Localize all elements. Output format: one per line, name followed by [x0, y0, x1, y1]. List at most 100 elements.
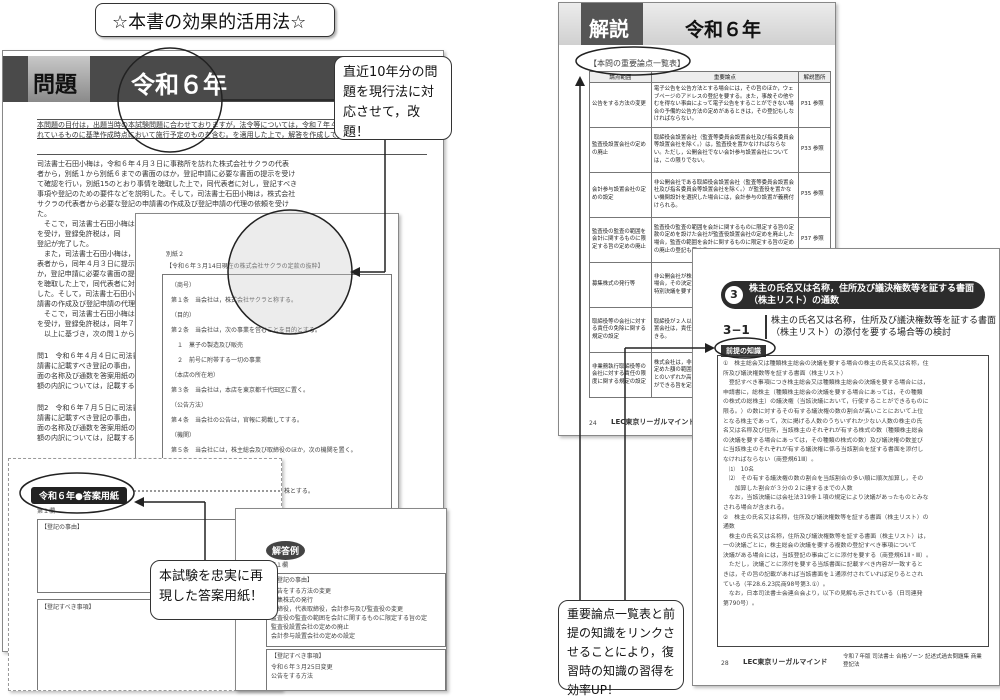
attachment-line: （商号） [171, 282, 196, 289]
attachment-line: １ 菓子の製造及び販売 [171, 342, 244, 349]
model-answer-box1: 【登記の事由】 公告をする方法の変更募集株式の発行取締役，代表取締役，会計参与及… [266, 573, 446, 647]
model-answer-line: 公告をする方法の変更 [271, 588, 332, 595]
bottom-arrow-head-2 [705, 343, 715, 353]
right-footer-logo: LEC東京リーガルマインド [611, 418, 696, 426]
year-highlight-circle [117, 47, 223, 153]
body-line: た。 [37, 210, 51, 218]
body-line: 以上に基づき，次の問１から問３ [37, 330, 149, 338]
question-1-line: 請書に記載すべき登記の事由， [37, 362, 135, 370]
knowledge-line: きは，その旨の記載があれば当該書面を１通添付されていれば足りるとされ [723, 572, 924, 579]
knowledge-line: なければならない（商登規61Ⅲ）。 [723, 456, 818, 463]
title-banner [95, 3, 335, 37]
explain-year: 令和６年 [685, 19, 762, 41]
body-line: した。そして，司法書士石田小梅 [37, 290, 142, 298]
knowledge-line: なお，日本司法書士会連合会より，以下の見解も示されている（日司連発 [723, 591, 923, 598]
knowledge-line: 通数 [723, 524, 735, 531]
question-year: 令和６年 [131, 71, 227, 99]
callout-linking: 重要論点一覧表と前提の知識をリンクさせることにより，復習時の知識の習得を効率UP… [558, 600, 684, 697]
table-cell-ref: P35 参照 [798, 172, 831, 218]
explain-tab [581, 3, 643, 45]
table-cell-ref: P33 参照 [798, 127, 831, 173]
body-line: 請書の作成及び登記申請の代理の [37, 300, 142, 308]
attachment-line: 第５条 当会社には，株主総会及び取締役のほか，次の機関を置く。 [171, 447, 357, 454]
answer-box-reason-title: 【登記の事由】 [41, 524, 84, 531]
knowledge-tag: 前提の知識 [721, 345, 766, 357]
subsection-number: 3−1 [723, 323, 750, 337]
body-line: か，登記申請に必要な書面の提 [37, 270, 135, 278]
answer-arrow-head [134, 497, 144, 507]
table-title: 【本問の重要論点一覧表】 [589, 59, 685, 68]
knowledge-line: ② 株主の氏名又は名称，住所及び議決権数等を証する書面（株主リスト）の [723, 514, 929, 521]
knowledge-line: ⑴ 10名 [723, 466, 755, 473]
body-line: 登記が完了した。 [37, 240, 93, 248]
question-2-line: 面の名称及び通数を答案用紙の [37, 424, 135, 432]
table-header-cell: 解説箇所 [798, 71, 831, 83]
answer-tag-highlight-ellipse [19, 472, 135, 514]
model-answer-box2: 【登記すべき事項】 令和６年３月25日変更公告をする方法 [266, 649, 446, 690]
title-banner-text: ☆本書の効果的活用法☆ [112, 12, 307, 33]
right-footer-page: 24 [589, 420, 597, 427]
callout-answer-sheet: 本試験を忠実に再現した答案用紙！ [150, 560, 278, 620]
knowledge-line: 加算した割合が３分の２に達するまでの人数 [723, 485, 853, 492]
knowledge-line: ただし，決議ごとに添付を要する当該書面に記載すべき内容が一致すると [723, 562, 923, 569]
model-answer-line: 取締役，代表取締役，会計参与及び監査役の変更 [271, 606, 404, 613]
attachment-label: 別紙２ [166, 251, 185, 258]
section-banner [721, 281, 985, 309]
body-line: そこで，司法書士石田小梅は，こ [37, 220, 149, 228]
question-2-line: 額の内訳については，記載する [37, 434, 135, 442]
subsection-title: 株主の氏名又は名称，住所及び議決権数等を証する書面（株主リスト）の添付を要する場… [765, 315, 996, 339]
knowledge-line: ⑵ その有する議決権の数の割合を当該割合の多い順に順次加算し，その [723, 476, 924, 483]
table-cell-text: 取締役会設置会社（監査等委員会設置会社及び指名委員会等設置会社を除く。）は，監査… [650, 127, 800, 173]
table-cell-text: 非公開会社である取締役会設置会社（監査等委員会設置会社及び指名委員会等設置会社を… [650, 172, 800, 218]
table-cell-topic: 監査役の監査の範囲を会計に関するものに限定する旨の定めの廃止 [589, 217, 652, 263]
callout-revision: 直近10年分の問題を現行法に対応させて，改題！ [334, 56, 452, 140]
knowledge-tag-highlight-ellipse [714, 337, 776, 359]
knowledge-line: となる株主であって，次に掲げる人数のうちいずれか少ない人数の株主の氏 [723, 418, 923, 425]
question-body: 司法書士石田小梅は，令和６年４月３日に事務所を訪れた株式会社サクラの代表者から，… [37, 159, 427, 339]
body-line: 事項や登記のための要件などを説明した。そして，司法書士石田小梅は，株式会社 [37, 190, 296, 198]
knowledge-line: 名又は名称及び住所，当該株主のそれぞれが有する株式の数（種類株主総会 [723, 428, 924, 435]
body-line: サクラの代表者から必要な登記の申請書の作成及び登記申請の代理の依頼を受け [37, 200, 289, 208]
question-1-line: 面の名称及び通数を答案用紙の [37, 372, 135, 380]
attachment-line: （機関） [171, 432, 196, 439]
knowledge-line: に当該株主のそれぞれが有する議決権に係る当該割合を証する書面を添付し [723, 447, 924, 454]
table-cell-ref: P31 参照 [798, 82, 831, 128]
model-answer-line: 公告をする方法 [271, 673, 314, 680]
knowledge-line: 株主の氏名又は名称，住所及び議決権数等を証する書面（株主リスト）は， [723, 533, 930, 540]
attachment-line: ２ 前号に附帯する一切の事業 [171, 357, 262, 364]
knowledge-line: ① 株主総会又は種類株主総会の決議を要する場合の株主の氏名又は名称，住 [723, 361, 929, 367]
attachment-line: （本店の所在地） [171, 372, 220, 379]
detail-footer-logo: LEC東京リーガルマインド [743, 658, 828, 666]
model-answer-line: 会計参与設置会社の定めの設定 [271, 633, 356, 640]
question-tab-label: 問題 [33, 73, 78, 98]
model-answer-box1-title: 【登記の事由】 [271, 577, 314, 584]
right-annotation-overlay [575, 46, 776, 600]
knowledge-box: ① 株主総会又は種類株主総会の決議を要する場合の株主の氏名又は名称，住所及び議決… [717, 355, 989, 647]
detail-footer-page: 28 [721, 660, 729, 667]
section-title: 株主の氏名又は名称，住所及び議決権数等を証する書面（株主リスト）の通数 [749, 284, 975, 306]
table-row: 会計参与設置会社の定めの設定非公開会社である取締役会設置会社（監査等委員会設置会… [589, 172, 831, 218]
attachment-tail: 株とする。 [284, 488, 314, 495]
model-answer-line: 令和６年３月25日変更 [271, 664, 333, 671]
knowledge-line: ている（平28.6.23民商98号第3.①）。 [723, 581, 829, 588]
body-line: 者から，別紙１から別紙６までの書面のほか，登記申請に必要な書面の提示を受け [37, 170, 296, 178]
section-number: 3 [725, 286, 743, 304]
model-answer-sub: 第１欄 [270, 562, 289, 569]
question-notice: 本問題の目付は，出題当時の本試験問題に合わせておりますが，法令等については，令和… [37, 119, 427, 155]
model-answer-line: 監査役の監査の範囲を会計に関するものに限定する旨の定 [271, 615, 428, 622]
knowledge-line: なお，当該決議には会社法319条１項の規定により決議があったものとみな [723, 495, 929, 502]
attachment-highlight-circle [227, 209, 353, 335]
explain-tab-label: 解説 [589, 17, 629, 41]
knowledge-line: 申請書に，総株主（種類株主総会の決議を要する場合にあっては，その種類 [723, 389, 923, 396]
answer-box-items-title: 【登記すべき事項】 [41, 604, 95, 611]
model-answer-box2-title: 【登記すべき事項】 [271, 653, 325, 660]
body-line: て確認を行い，別紙15のとおり事情を聴取した上で，同代表者に対し，登記すべき [37, 180, 298, 188]
attachment-line: 第３条 当会社は，本店を東京都千代田区に置く。 [171, 387, 310, 394]
top-arrow-head [350, 267, 360, 277]
bottom-arrow-head-1 [575, 76, 585, 86]
question-1: 問1 令和６年４月４日に司法書士石請書に記載すべき登記の事由，面の名称及び通数を… [37, 351, 337, 391]
body-line: を受け，登録免許税は，同 [37, 230, 121, 238]
table-row: 監査役の監査の範囲を会計に関するものに限定する旨の定めの廃止監査役の監査の範囲を… [589, 217, 831, 263]
question-2-line: 請書に記載すべき登記の事由， [37, 414, 135, 422]
body-line: を受け，登録免許税は，同年７ [37, 320, 135, 328]
